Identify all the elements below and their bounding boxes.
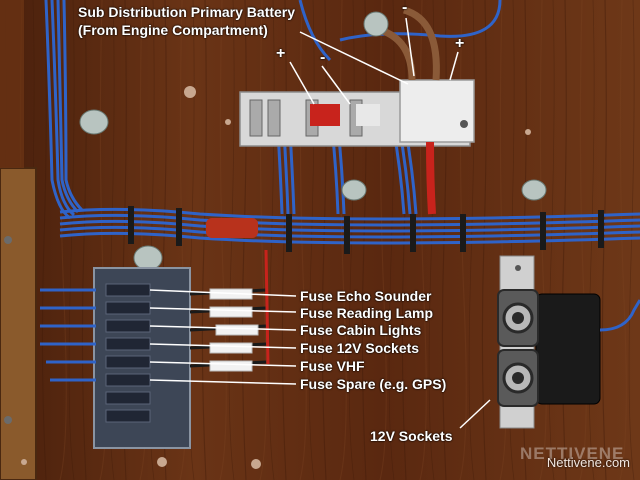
cable-ties [128,206,604,254]
wooden-strip-top [0,0,24,168]
minus-sign-right: - [402,0,408,16]
junction-screw [460,120,468,128]
fuse-input-wires [40,288,96,382]
red-wire-vertical [264,249,270,365]
mounting-clips [79,11,547,271]
watermark-logo: NETTIVENE [520,444,625,463]
socket-wire [599,299,640,332]
red-sleeve [206,218,258,238]
fuse-label-12v-sockets: Fuse 12V Sockets [300,340,420,356]
socket-housing [535,293,601,405]
title-line-1: Sub Distribution Primary Battery [78,4,296,20]
fuse-label-vhf: Fuse VHF [300,358,365,374]
plus-sign-right: + [455,35,465,52]
fuse-slots [105,283,151,423]
screw [4,236,12,244]
socket-receptacles [497,289,539,407]
fuse-label-spare: Fuse Spare (e.g. GPS) [300,376,447,392]
sockets-label: 12V Sockets [370,428,453,444]
red-cable [426,141,436,215]
socket-plate-screw [515,265,521,271]
battery-cables [378,6,440,81]
screw [4,416,12,424]
watermark-site: Nettivene.com [546,455,630,470]
terminal-connectors [310,104,380,126]
fuse-label-cabin-lights: Fuse Cabin Lights [300,322,422,338]
fuse-label-reading-lamp: Fuse Reading Lamp [300,305,434,321]
junction-box [399,79,475,143]
wire-bundle-top [298,0,502,62]
wooden-batten [0,167,37,480]
minus-sign-left: - [320,49,326,66]
plus-sign-left: + [276,45,286,62]
pointer-lines [149,17,491,429]
wire-bundle-left [44,0,84,220]
fuse-label-echo-sounder: Fuse Echo Sounder [300,288,432,304]
title-line-2: (From Engine Compartment) [78,22,268,38]
wall-marks [21,86,531,469]
